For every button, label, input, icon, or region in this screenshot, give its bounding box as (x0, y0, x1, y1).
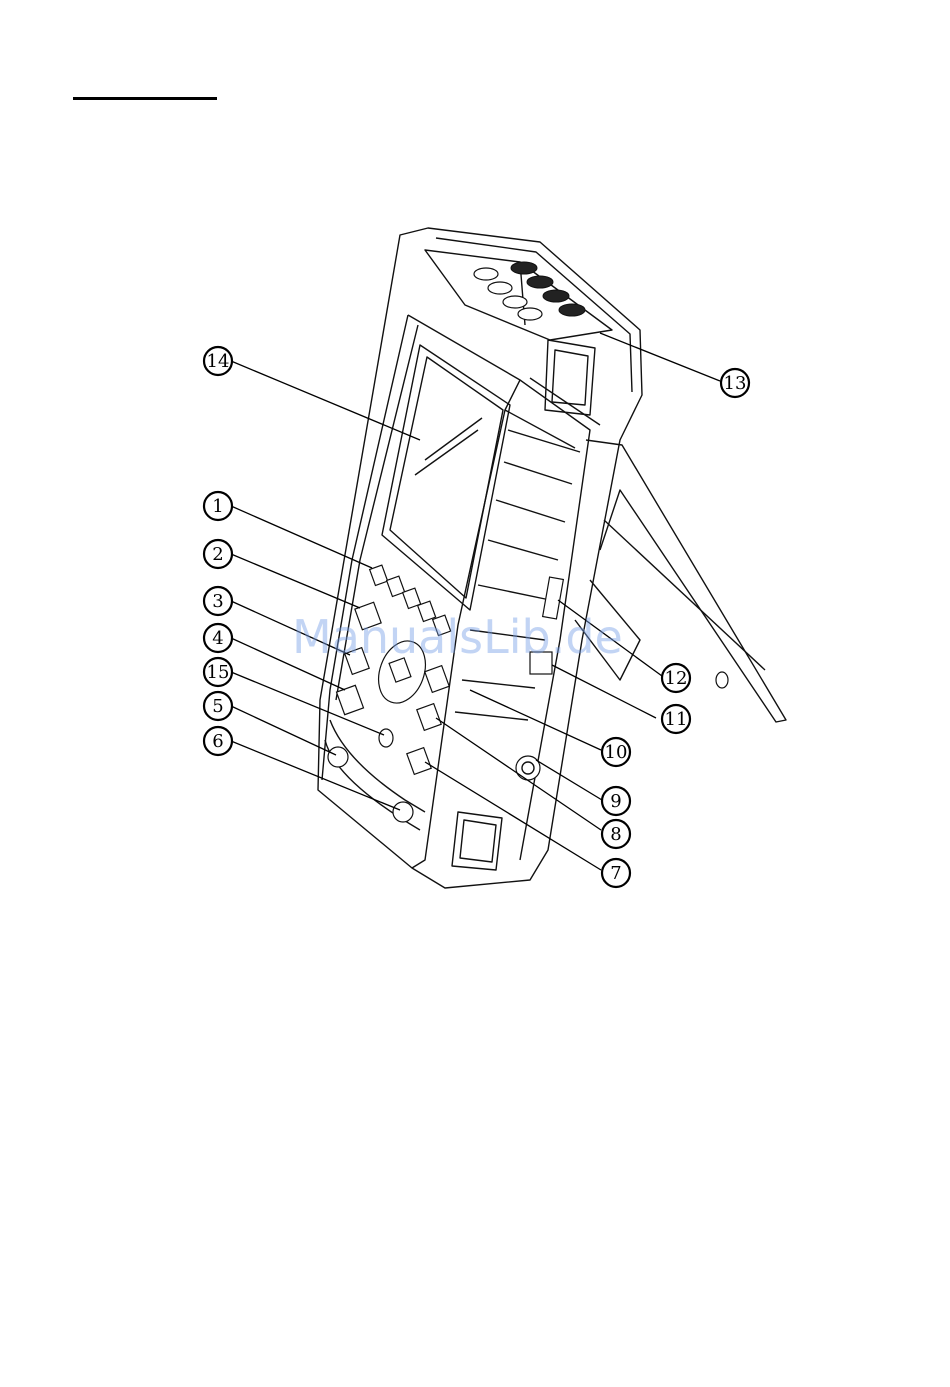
callout-5: 5 (204, 692, 232, 720)
callout-13: 13 (721, 369, 749, 397)
leader-lines (231, 333, 720, 870)
callout-8-label: 8 (610, 824, 621, 845)
input-terminals (474, 262, 585, 320)
callout-15: 15 (204, 658, 232, 686)
callout-10-label: 10 (605, 742, 628, 763)
callout-14: 14 (204, 347, 232, 375)
callout-6-label: 6 (212, 731, 223, 752)
callout-11-label: 11 (665, 709, 688, 730)
callout-12: 12 (662, 664, 690, 692)
watermark-text: ManualsLib.de (292, 610, 623, 664)
callout-7: 7 (602, 859, 630, 887)
callout-3-label: 3 (212, 591, 223, 612)
callout-8: 8 (602, 820, 630, 848)
callout-6: 6 (204, 727, 232, 755)
callout-14-label: 14 (207, 351, 230, 372)
side-ribs (455, 430, 580, 720)
callout-15-label: 15 (207, 662, 230, 683)
callout-2-label: 2 (212, 544, 223, 565)
callout-10: 10 (602, 738, 630, 766)
callout-3: 3 (204, 587, 232, 615)
callout-11: 11 (662, 705, 690, 733)
callout-13-label: 13 (724, 373, 747, 394)
callout-9-label: 9 (610, 791, 621, 812)
callout-9: 9 (602, 787, 630, 815)
callout-4: 4 (204, 624, 232, 652)
callout-7-label: 7 (610, 863, 621, 884)
callout-2: 2 (204, 540, 232, 568)
callout-1-label: 1 (212, 496, 223, 517)
callout-4-label: 4 (212, 628, 223, 649)
callout-5-label: 5 (212, 696, 223, 717)
callout-1: 1 (204, 492, 232, 520)
callout-12-label: 12 (665, 668, 688, 689)
